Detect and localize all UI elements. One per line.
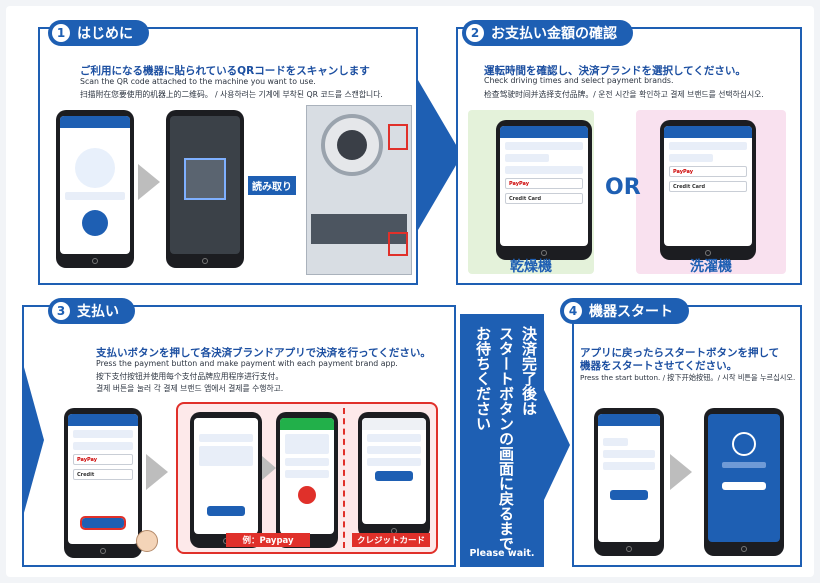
phone-dryer-screen: PayPay Credit Card <box>496 120 592 260</box>
step1-heading: ご利用になる機器に貼られているQRコードをスキャンします <box>80 65 370 77</box>
app-bar <box>60 116 130 128</box>
qr-highlight-top <box>388 124 408 150</box>
step1-title: はじめに <box>77 26 133 42</box>
step3-heading: 支払いボタンを押して各決済ブランドアプリで決済を行ってください。 <box>96 347 431 359</box>
phone-paypay-step2 <box>276 412 338 548</box>
divider <box>343 408 345 548</box>
step3-english: Press the payment button and make paymen… <box>96 359 398 368</box>
step2-english: Check driving times and select payment b… <box>484 76 674 85</box>
step3-chinese: 按下支付按钮并使用每个支付品牌应用程序进行支付。 <box>96 372 284 381</box>
phone-home-screen <box>56 110 134 268</box>
read-label: 読み取り <box>248 176 296 195</box>
washer-label: 洗濯機 <box>690 259 732 275</box>
phone-paypay-step1 <box>190 412 262 548</box>
phone-washer-screen: PayPay Credit Card <box>660 120 756 260</box>
arrow-right-icon <box>262 456 276 480</box>
laundry-machine-photo <box>306 105 412 275</box>
step1-english: Scan the QR code attached to the machine… <box>80 77 316 86</box>
hand-pointer-icon <box>136 530 158 552</box>
credit-card-option[interactable]: Credit Card <box>505 193 583 204</box>
step3-pill: 3 支払い <box>48 298 135 324</box>
wait-text-col2: スタートボタンの画面に戻るまで <box>497 326 515 551</box>
step3-title: 支払い <box>77 304 119 320</box>
please-wait-text: Please wait. <box>469 548 535 559</box>
step3-number: 3 <box>52 302 70 320</box>
flow-arrow-icon <box>22 360 44 520</box>
phone-payment-screen: PayPay Credit <box>64 408 142 558</box>
or-label: OR <box>605 175 641 200</box>
qr-highlight-bottom <box>388 232 408 256</box>
qr-scan-frame <box>184 158 226 200</box>
dryer-label: 乾燥機 <box>510 259 552 275</box>
step4-title: 機器スタート <box>589 304 673 320</box>
timer-icon <box>732 432 756 456</box>
step2-chinese-korean: 检查驾驶时间并选择支付品牌。/ 운전 시간을 확인하고 결제 브랜드를 선택하십… <box>484 90 764 99</box>
pay-button[interactable] <box>80 516 126 530</box>
wait-text-col3: お待ちください <box>474 326 492 431</box>
step4-pill: 4 機器スタート <box>560 298 689 324</box>
flow-arrow-icon <box>544 390 570 500</box>
credit-card-option[interactable]: Credit Card <box>669 181 747 192</box>
paypay-option[interactable]: PayPay <box>669 166 747 177</box>
phone-camera-screen <box>166 110 244 268</box>
start-button[interactable] <box>610 490 648 500</box>
arrow-right-icon <box>138 164 160 200</box>
step2-pill: 2 お支払い金額の確認 <box>462 20 633 46</box>
wait-notice-band <box>460 314 544 567</box>
phone-credit-card <box>358 412 430 538</box>
paypay-pay-button[interactable] <box>298 486 316 504</box>
step4-heading-line2: 機器をスタートさせてください。 <box>580 360 738 372</box>
step4-heading-line1: アプリに戻ったらスタートボタンを押して <box>580 347 780 359</box>
paypay-caption: 例：Paypay <box>226 533 310 547</box>
step3-korean: 결제 버튼을 눌러 각 결제 브랜드 앱에서 결제를 수행하고. <box>96 384 284 393</box>
phone-start-screen <box>594 408 664 556</box>
credit-card-option[interactable]: Credit <box>73 469 133 480</box>
flow-arrow-icon <box>418 80 462 230</box>
arrow-right-icon <box>670 454 692 490</box>
paypay-option[interactable]: PayPay <box>73 454 133 465</box>
arrow-right-icon <box>146 454 168 490</box>
wait-text-col1: 決済完了後は <box>520 326 538 416</box>
step4-multilingual: Press the start button. / 按下开始按钮。/ 시작 비튼… <box>580 373 796 382</box>
paypay-option[interactable]: PayPay <box>505 178 583 189</box>
step2-heading: 運転時間を確認し、決済ブランドを選択してください。 <box>484 65 746 77</box>
step2-number: 2 <box>466 24 484 42</box>
step1-number: 1 <box>52 24 70 42</box>
step1-chinese-korean: 扫描附在您要使用的机器上的二维码。 / 사용하려는 기계에 부착된 QR 코드를… <box>80 90 383 99</box>
step4-number: 4 <box>564 302 582 320</box>
credit-card-caption: クレジットカード <box>352 533 430 547</box>
scan-button[interactable] <box>82 210 108 236</box>
step2-title: お支払い金額の確認 <box>491 26 617 42</box>
step1-pill: 1 はじめに <box>48 20 149 46</box>
machine-illustration <box>75 148 115 188</box>
phone-running-screen <box>704 408 784 556</box>
